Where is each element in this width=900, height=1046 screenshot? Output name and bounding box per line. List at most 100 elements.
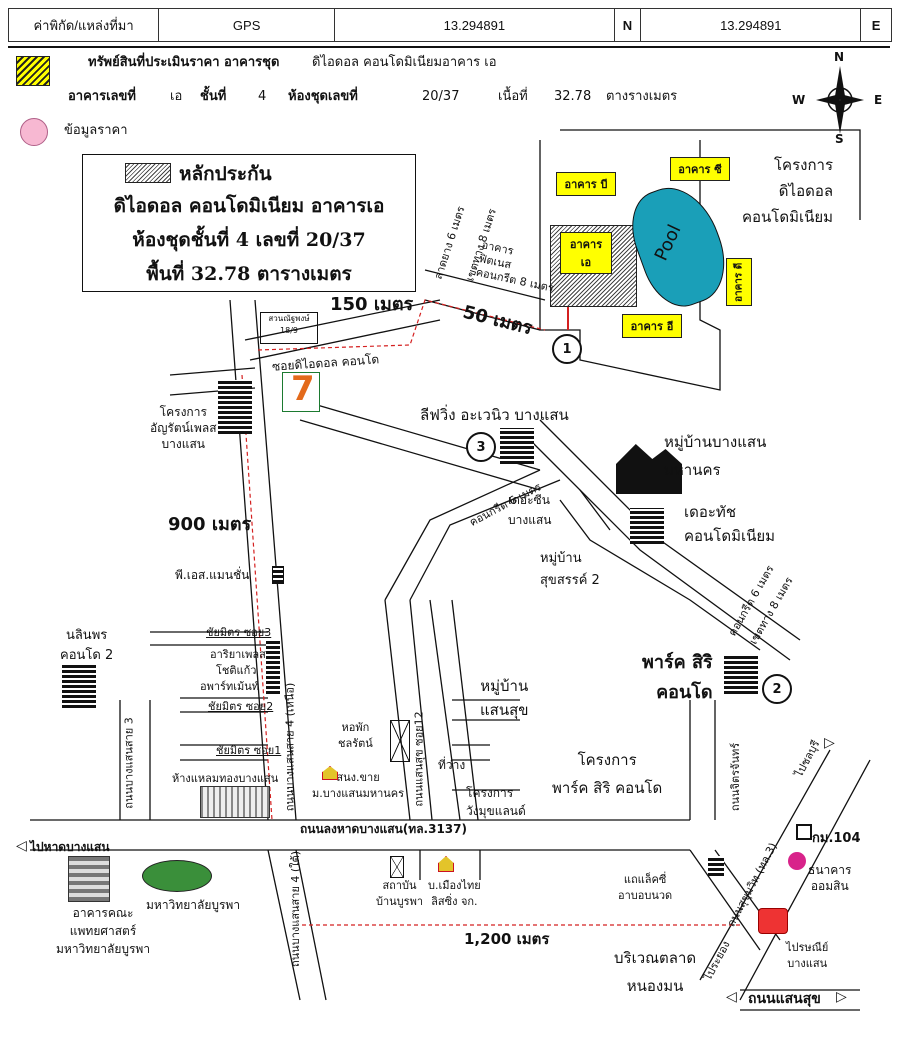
road-jinjan-label: ถนนจิตรจันทร์ xyxy=(729,742,743,812)
project-parksiri-label: โครงการ พาร์ค สิริ คอนโด xyxy=(552,751,663,797)
leaf-wing-building-icon xyxy=(500,428,534,464)
to-rayong-arrow-icon: ◁ xyxy=(726,989,737,1005)
legend-unit-value: 20/37 xyxy=(422,89,460,104)
road-saensuk-s-label: ถนนแสนสุข xyxy=(748,991,821,1007)
vacant-label: ที่ว่าง xyxy=(438,758,466,772)
garden-box: สวนณัฐพงษ์ 18/9 xyxy=(260,312,318,344)
legend-unit-label: ห้องชุดเลขที่ xyxy=(288,89,358,104)
coord-source: GPS xyxy=(159,9,336,41)
compass-e: E xyxy=(874,93,883,107)
distance-900: 900 เมตร xyxy=(168,514,252,535)
post-office-icon xyxy=(758,908,788,934)
building-d: อาคาร ดี xyxy=(726,258,752,306)
nalinporn-label: นลินพร คอนโด 2 xyxy=(60,628,114,663)
med-building-icon xyxy=(68,856,110,902)
road-saensuk3-label: ถนนบางแสนสาย 3 xyxy=(122,717,136,809)
to-saensuk-arrow-icon: ▷ xyxy=(836,989,847,1005)
km104-label: กม.104 xyxy=(812,831,861,846)
to-beach-arrow-icon: ◁ xyxy=(16,838,27,854)
nalinporn-building-icon xyxy=(62,664,96,708)
chaimit2-label: ชัยมิตร ซอย2 xyxy=(208,700,274,713)
leaf-wing-label: ลีฟวิ่ง อะเวนิว บางแสน xyxy=(420,406,569,424)
chaimit1-label: ชัยมิตร ซอย1 xyxy=(216,744,282,757)
compass-n: N xyxy=(834,50,845,64)
muangthai-house-icon xyxy=(438,856,454,872)
coord-lon: 13.294891 xyxy=(641,9,862,41)
coord-lat-dir: N xyxy=(615,9,642,41)
the-touch-building-icon xyxy=(630,508,664,544)
legend-floor-value: 4 xyxy=(258,89,267,104)
village-mahanakhon-label: หมู่บ้านบางแสน มหานคร xyxy=(664,433,767,479)
info-line1: ดิไอดอล คอนโดมิเนียม อาคารเอ xyxy=(113,195,385,217)
km-marker-icon xyxy=(796,824,812,840)
project-idol-label: โครงการ ดิไอดอล คอนโดมิเนียม xyxy=(742,156,834,226)
info-hatch-swatch xyxy=(125,163,171,183)
collateral-info-box: หลักประกัน ดิไอดอล คอนโดมิเนียม อาคารเอ … xyxy=(82,154,416,292)
park-siri-building-icon xyxy=(724,654,758,694)
ps-mansion-icon xyxy=(272,566,284,584)
inst-burapha-icon xyxy=(390,856,404,878)
the-zen-label: เดอะซีน บางแสน xyxy=(508,493,552,527)
muangthai-label: บ.เมืองไทย ลิสซิ่ง จก. xyxy=(428,879,481,908)
legend-area-label: เนื้อที่ xyxy=(498,89,528,104)
seven-eleven-icon: 7 xyxy=(282,369,320,412)
buu-campus-icon xyxy=(142,860,212,892)
inst-burapha-label: สถาบัน บ้านบูรพา xyxy=(376,879,423,908)
laem-label: แถแล็คซี่ อาบอบนวด xyxy=(618,873,673,902)
department-store-label: ห้างแหลมทองบางแสน xyxy=(172,772,279,785)
coordinate-header: ค่าพิกัด/แหล่งที่มา GPS 13.294891 N 13.2… xyxy=(8,8,892,42)
pin-1: 1 xyxy=(552,334,582,364)
project-wangmuk-label: โครงการ วังมุขแลนด์ xyxy=(466,786,526,818)
to-chonburi-arrow-icon: ▷ xyxy=(824,735,835,751)
anyarat-label: โครงการ อัญรัตน์เพลส บางแสน xyxy=(150,405,217,451)
sanong-house-icon xyxy=(322,766,338,780)
road-saensuk4s-label: ถนนบางแสนสาย 4 (ใต้) xyxy=(288,851,302,967)
header-divider xyxy=(8,46,890,48)
dorm-icon xyxy=(390,720,410,762)
dorm-label: หอพัก ชลรัตน์ xyxy=(338,721,373,750)
pin-2: 2 xyxy=(762,674,792,704)
ariya-label: อาริยาเพลส xyxy=(210,648,266,661)
main-road-label: ถนนลงหาดบางแสน(ทล.3137) xyxy=(300,822,467,836)
suksan2-label: หมู่บ้าน สุขสรรค์ 2 xyxy=(540,551,600,588)
coord-label: ค่าพิกัด/แหล่งที่มา xyxy=(9,9,160,41)
post-label: ไปรษณีย์ บางแสน xyxy=(786,941,829,970)
compass-rose-icon: N S xyxy=(812,50,868,146)
chokkaew-label: โชติแก้ว xyxy=(216,664,257,677)
market-label: บริเวณตลาด หนองมน xyxy=(614,949,697,995)
legend-property-title: ทรัพย์สินที่ประเมินราคา อาคารชุด xyxy=(88,55,280,70)
info-heading: หลักประกัน xyxy=(179,163,272,185)
legend-price-data: ข้อมูลราคา xyxy=(64,123,128,138)
building-b: อาคาร บี xyxy=(556,172,616,196)
coord-lat: 13.294891 xyxy=(335,9,615,41)
legend-pink-dot-icon xyxy=(20,118,48,146)
to-beach-label: ไปหาดบางแสน xyxy=(30,840,110,854)
gsb-icon xyxy=(788,852,806,870)
legend-area-unit: ตางรางเมตร xyxy=(606,89,678,104)
chaimit-building-icon xyxy=(266,640,280,694)
soi12-label: ถนนแสนสุข ซอย12 xyxy=(412,711,426,807)
distance-150: 150 เมตร xyxy=(330,294,414,315)
building-a: อาคาร เอ xyxy=(560,232,612,274)
department-store-icon xyxy=(200,786,270,818)
ps-mansion-label: พี.เอส.แมนชั่น xyxy=(175,568,250,582)
distance-1200: 1,200 เมตร xyxy=(464,930,550,948)
laem-building-icon xyxy=(708,856,724,876)
park-siri-label: พาร์ค สิริ คอนโด xyxy=(642,652,713,703)
info-line3: พื้นที่ 32.78 ตารางเมตร xyxy=(146,263,352,285)
building-c: อาคาร ซี xyxy=(670,157,730,181)
the-touch-label: เดอะทัช คอนโดมิเนียม xyxy=(684,503,776,545)
info-line2: ห้องชุดชั้นที่ 4 เลขที่ 20/37 xyxy=(132,229,366,251)
legend-building-label: อาคารเลขที่ xyxy=(68,89,136,104)
pin-3: 3 xyxy=(466,432,496,462)
legend-area-value: 32.78 xyxy=(554,89,592,104)
building-e: อาคาร อี xyxy=(622,314,682,338)
chaimit3-label: ชัยมิตร ซอย3 xyxy=(206,626,272,639)
gsb-label: ธนาคาร ออมสิน xyxy=(808,863,852,893)
legend-building-value: เอ xyxy=(170,89,183,104)
compass-s: S xyxy=(835,132,844,146)
med-building-label: อาคารคณะ แพทยศาสตร์ มหาวิทยาลัยบูรพา xyxy=(56,906,151,956)
coord-lon-dir: E xyxy=(871,17,881,33)
legend-floor-label: ชั้นที่ xyxy=(200,89,227,104)
